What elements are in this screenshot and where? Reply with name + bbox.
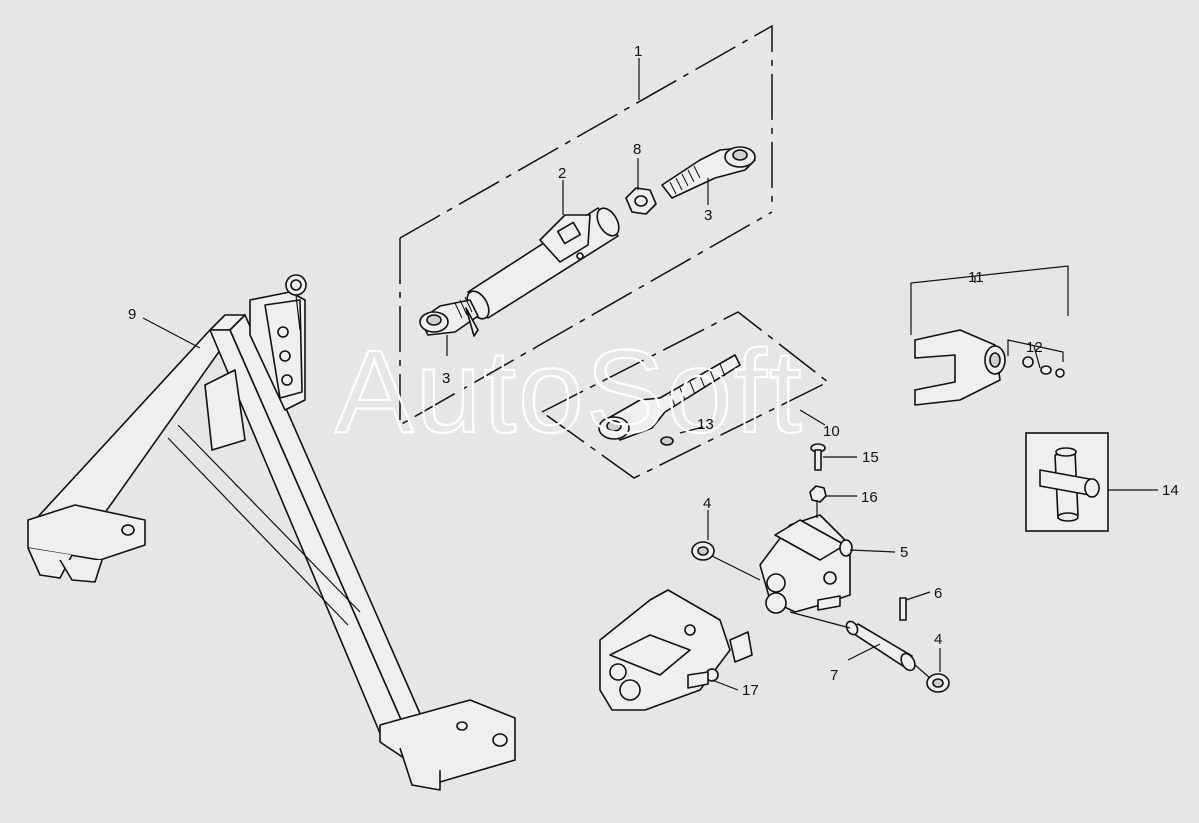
yoke-part: [914, 329, 1065, 406]
pin-6-part: [899, 597, 907, 621]
leader-lines: [142, 58, 1158, 691]
callout-17: 17: [742, 682, 759, 699]
nut-part: [625, 187, 657, 215]
callout-9: 9: [128, 306, 136, 323]
washer-4b-part: [926, 673, 950, 693]
callout-16: 16: [861, 489, 878, 506]
bracket-17-part: [599, 589, 753, 711]
callout-12: 12: [1026, 339, 1043, 356]
callout-7: 7: [830, 667, 838, 684]
callout-labels: 1 2 3 3 4 4 5 6 7 8 9 10 11 12 13 14 15 …: [128, 43, 1179, 699]
callout-11: 11: [968, 269, 984, 286]
callout-3-left: 3: [442, 370, 450, 387]
watermark-text: AutoSoft: [335, 326, 804, 458]
callout-13: 13: [697, 416, 714, 433]
a-frame-part: [27, 274, 516, 791]
group-boundary-1: [399, 24, 773, 427]
callout-4-top: 4: [703, 495, 711, 512]
callout-10: 10: [823, 423, 840, 440]
shaft-7-part: [789, 611, 931, 679]
callout-14: 14: [1162, 482, 1179, 499]
bracket-5-part: [759, 500, 853, 614]
washer-axis-line: [711, 555, 761, 581]
turnbuckle-body-part: [466, 207, 620, 320]
ball-eye-rod-13-part: [598, 354, 741, 446]
group-boundary-13: [540, 311, 830, 479]
group-boundary-11: [910, 265, 1069, 362]
callout-3-right: 3: [704, 207, 712, 224]
bolt-15-part: [810, 443, 826, 471]
washer-4a-part: [691, 541, 715, 561]
cross-joint-part: [1025, 432, 1109, 532]
callout-8: 8: [633, 141, 641, 158]
callout-1: 1: [634, 43, 642, 60]
ball-eye-rod-right-part: [661, 146, 756, 199]
ball-eye-rod-left-part: [419, 296, 479, 337]
callout-15: 15: [862, 449, 879, 466]
callout-4-bottom: 4: [934, 631, 942, 648]
callout-5: 5: [900, 544, 908, 561]
callout-6: 6: [934, 585, 942, 602]
callout-2: 2: [558, 165, 566, 182]
nut-16-part: [809, 485, 827, 503]
